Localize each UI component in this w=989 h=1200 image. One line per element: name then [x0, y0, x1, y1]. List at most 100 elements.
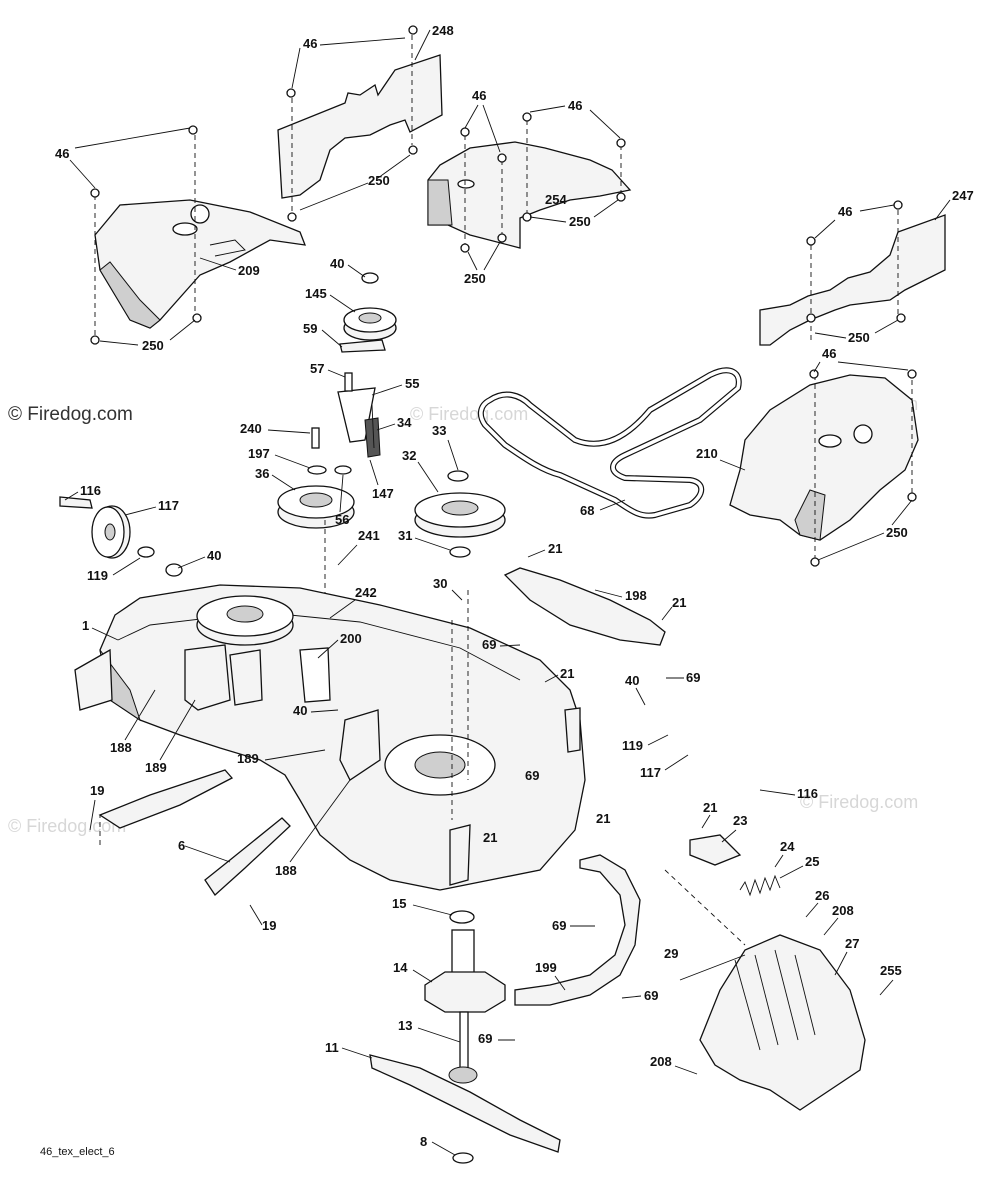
- callout-11: 11: [325, 1040, 339, 1055]
- deflector-plate-248: [277, 25, 443, 222]
- mower-deck-1: [74, 584, 586, 891]
- callout-27: 27: [845, 936, 859, 951]
- discharge-chute-27: [699, 934, 866, 1111]
- callout-34: 34: [397, 415, 412, 430]
- drive-belt-68: [477, 367, 742, 519]
- spring-25: [739, 874, 781, 897]
- spindle-assembly-14: [424, 910, 506, 1084]
- deck-cover-254: [427, 112, 632, 253]
- callout-254: 254: [545, 192, 567, 207]
- callout-57: 57: [310, 361, 324, 376]
- callout-56: 56: [335, 512, 349, 527]
- callout-250: 250: [848, 330, 870, 345]
- diagram-code: 46_tex_elect_6: [40, 1146, 115, 1158]
- callout-8: 8: [420, 1134, 427, 1149]
- callout-26: 26: [815, 888, 829, 903]
- callout-242: 242: [355, 585, 377, 600]
- callout-250: 250: [368, 173, 390, 188]
- callout-240: 240: [240, 421, 262, 436]
- callout-255: 255: [880, 963, 902, 978]
- watermark-main: © Firedog.com: [8, 404, 133, 425]
- watermark-faint: © Firedog.com: [410, 404, 528, 424]
- callout-33: 33: [432, 423, 446, 438]
- belt-cover-210: [729, 369, 919, 567]
- callout-30: 30: [433, 576, 447, 591]
- callout-46: 46: [838, 204, 852, 219]
- callout-59: 59: [303, 321, 317, 336]
- callout-46: 46: [55, 146, 69, 161]
- callout-21: 21: [672, 595, 686, 610]
- callout-69: 69: [482, 637, 496, 652]
- callout-29: 29: [664, 946, 678, 961]
- callout-247: 247: [952, 188, 974, 203]
- lift-link-6: [98, 769, 291, 896]
- callout-46: 46: [822, 346, 836, 361]
- callout-46: 46: [472, 88, 486, 103]
- deflector-plate-247: [759, 200, 946, 346]
- callout-189: 189: [237, 751, 259, 766]
- callout-40: 40: [207, 548, 221, 563]
- callout-145: 145: [305, 286, 327, 301]
- callout-69: 69: [644, 988, 658, 1003]
- callout-69: 69: [686, 670, 700, 685]
- callout-199: 199: [535, 960, 557, 975]
- callout-15: 15: [392, 896, 406, 911]
- callout-117: 117: [640, 765, 661, 780]
- callout-46: 46: [568, 98, 582, 113]
- callout-19: 19: [90, 783, 104, 798]
- callout-19: 19: [262, 918, 276, 933]
- callout-14: 14: [393, 960, 408, 975]
- callout-24: 24: [780, 839, 795, 854]
- mower-blade-11: [369, 1054, 561, 1153]
- belt-cover-209: [90, 125, 307, 345]
- callout-197: 197: [248, 446, 270, 461]
- callout-1: 1: [82, 618, 89, 633]
- blade-bolt-8: [452, 1152, 474, 1164]
- callout-188: 188: [275, 863, 297, 878]
- callout-250: 250: [569, 214, 591, 229]
- callout-116: 116: [797, 786, 818, 801]
- callouts: 46 248 46 46 46 250 250 254 250 209 250 …: [55, 23, 974, 1156]
- chute-bracket-23: [689, 834, 742, 866]
- callout-198: 198: [625, 588, 647, 603]
- callout-208: 208: [650, 1054, 672, 1069]
- callout-13: 13: [398, 1018, 412, 1033]
- watermark-faint: © Firedog.com: [800, 792, 918, 812]
- callout-147: 147: [372, 486, 394, 501]
- anti-scalp-wheel-left: [59, 496, 183, 577]
- callout-21: 21: [560, 666, 574, 681]
- callout-250: 250: [886, 525, 908, 540]
- callout-21: 21: [596, 811, 610, 826]
- callout-210: 210: [696, 446, 718, 461]
- callout-250: 250: [464, 271, 486, 286]
- callout-241: 241: [358, 528, 380, 543]
- callout-69: 69: [525, 768, 539, 783]
- callout-248: 248: [432, 23, 454, 38]
- callout-40: 40: [293, 703, 307, 718]
- callout-40: 40: [625, 673, 639, 688]
- callout-119: 119: [87, 568, 108, 583]
- pulley-32: [414, 470, 506, 558]
- callout-46: 46: [303, 36, 317, 51]
- callout-36: 36: [255, 466, 269, 481]
- callout-189: 189: [145, 760, 167, 775]
- idler-pulley-145: [337, 272, 397, 458]
- callout-40: 40: [330, 256, 344, 271]
- callout-25: 25: [805, 854, 819, 869]
- callout-200: 200: [340, 631, 362, 646]
- hanger-199: [514, 854, 641, 1006]
- callout-69: 69: [552, 918, 566, 933]
- callout-55: 55: [405, 376, 419, 391]
- callout-208: 208: [832, 903, 854, 918]
- callout-21: 21: [483, 830, 497, 845]
- callout-117: 117: [158, 498, 179, 513]
- pulley-36: [277, 427, 355, 600]
- callout-69: 69: [478, 1031, 492, 1046]
- callout-250: 250: [142, 338, 164, 353]
- callout-31: 31: [398, 528, 412, 543]
- watermark-faint: © Firedog.com: [8, 816, 126, 836]
- callout-32: 32: [402, 448, 416, 463]
- callout-116: 116: [80, 483, 101, 498]
